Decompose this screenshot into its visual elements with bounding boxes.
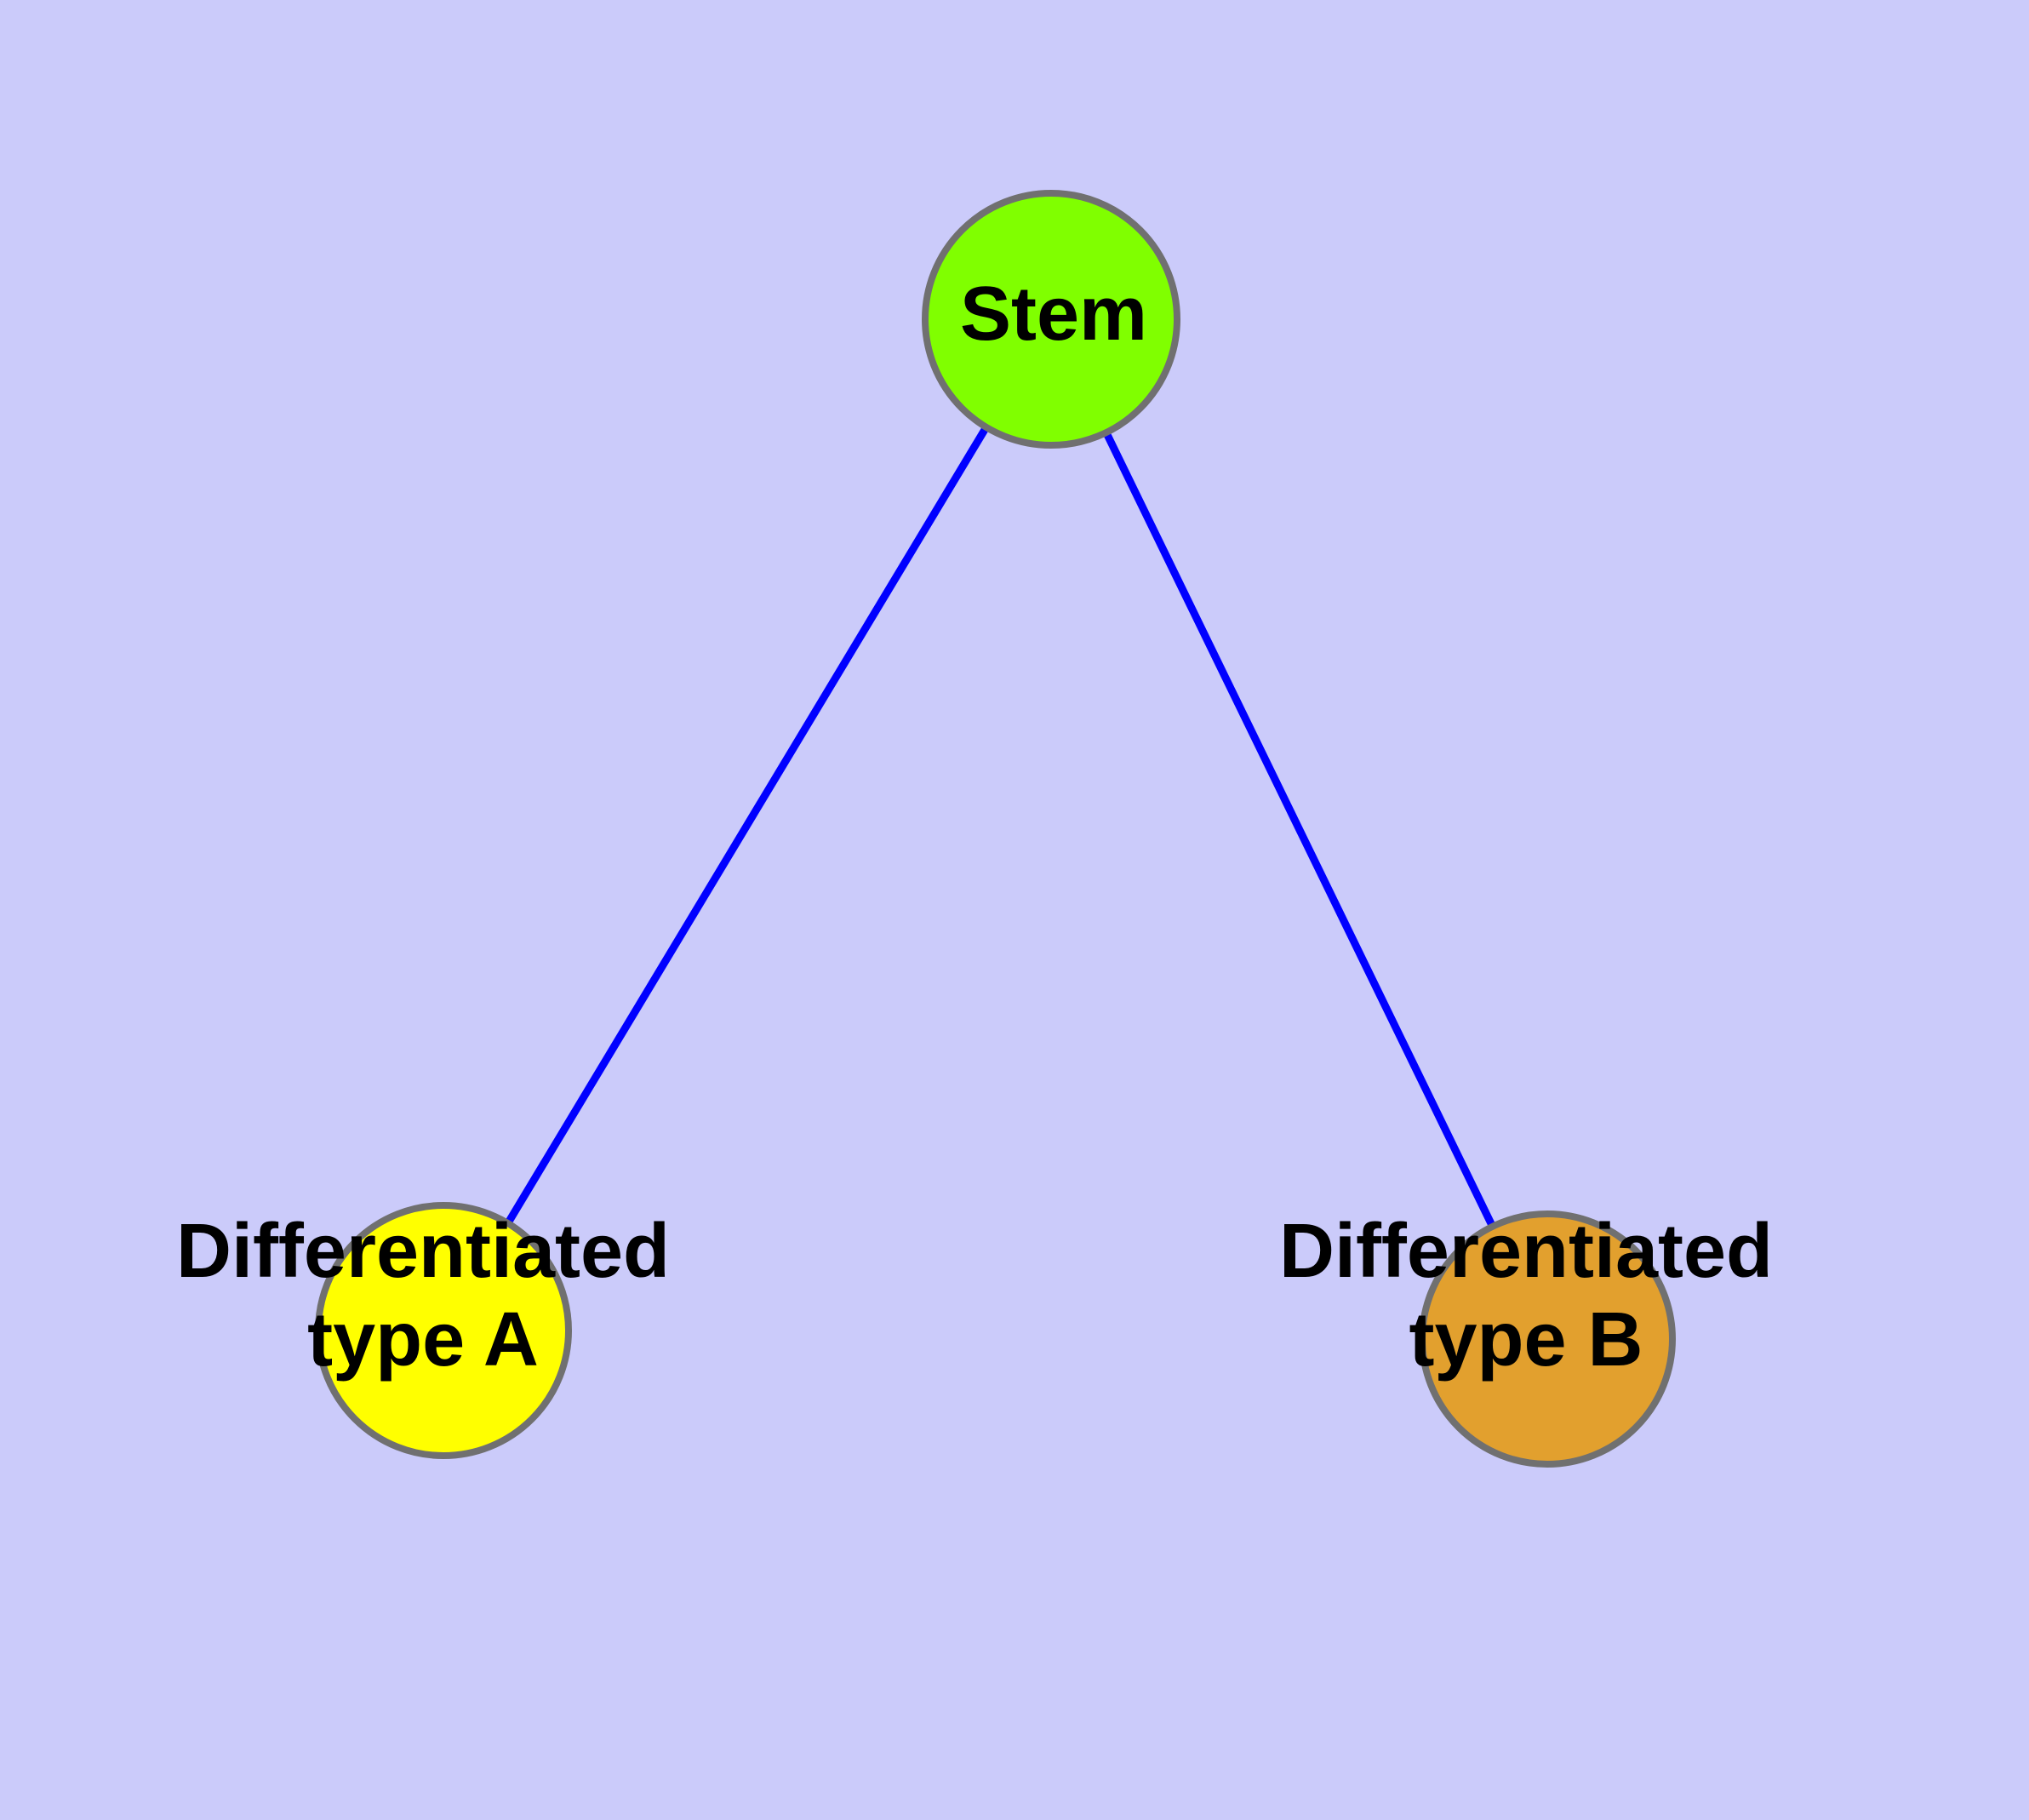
edges-layer	[440, 317, 1552, 1341]
node-diff_a[interactable]	[315, 1202, 572, 1459]
label-line: Differentiated	[176, 1209, 670, 1294]
edge-stem-diff_a[interactable]	[440, 317, 1055, 1333]
label-line: Differentiated	[1279, 1209, 1773, 1294]
node-label-stem: Stem	[960, 272, 1147, 357]
nodes-layer	[315, 190, 1676, 1468]
label-line: type B	[1409, 1297, 1643, 1382]
edge-stem-diff_b[interactable]	[1047, 318, 1552, 1341]
node-stem[interactable]	[922, 190, 1180, 449]
label-line: Stem	[960, 272, 1147, 357]
label-line: type A	[307, 1297, 539, 1382]
node-diff_b[interactable]	[1419, 1210, 1676, 1468]
